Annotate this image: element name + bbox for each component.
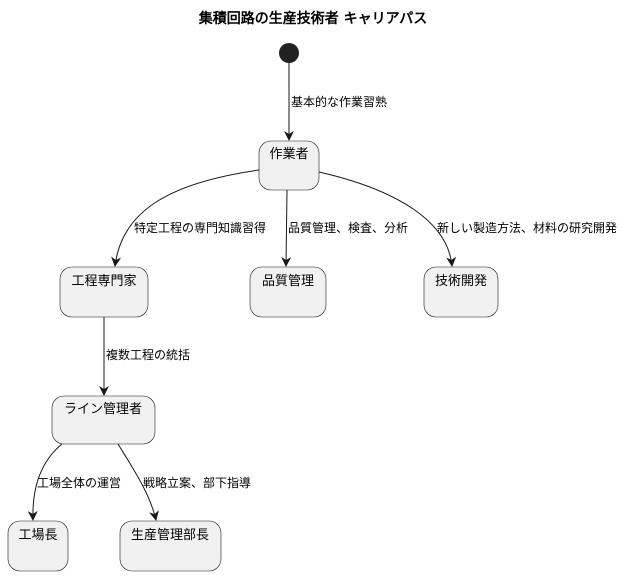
edge-label-process-specialist-to-line-manager: 複数工程の統括 xyxy=(106,347,190,362)
edge-process-specialist-to-line-manager: 複数工程の統括 xyxy=(99,317,190,396)
state-label-tech-development: 技術開発 xyxy=(435,274,487,289)
state-tech-development: 技術開発 xyxy=(423,266,499,318)
state-worker: 作業者 xyxy=(258,140,320,191)
edge-worker-to-tech-development: 新しい製造方法、材料の研究開発 xyxy=(318,171,617,267)
edge-label-worker-to-process-specialist: 特定工程の専門知識習得 xyxy=(134,220,266,235)
state-process-specialist: 工程専門家 xyxy=(59,266,149,318)
edge-worker-to-quality-control: 品質管理、検査、分析 xyxy=(281,189,408,267)
edge-label-worker-to-quality-control: 品質管理、検査、分析 xyxy=(288,220,408,235)
diagram-title: 集積回路の生産技術者 キャリアパス xyxy=(198,10,428,27)
state-production-manager: 生産管理部長 xyxy=(119,520,222,572)
state-factory-manager: 工場長 xyxy=(7,520,69,572)
state-label-process-specialist: 工程専門家 xyxy=(71,273,136,289)
state-line-manager: ライン管理者 xyxy=(51,395,156,445)
edge-label-line-manager-to-factory-manager: 工場全体の運営 xyxy=(37,475,121,490)
state-label-quality-control: 品質管理 xyxy=(262,274,314,289)
edge-line-manager-to-factory-manager: 工場全体の運営 xyxy=(27,443,121,521)
state-label-line-manager: ライン管理者 xyxy=(64,402,142,417)
start-node xyxy=(279,43,299,63)
edge-line-manager-to-production-manager: 戦略立案、部下指導 xyxy=(117,443,251,521)
edge-label-start-to-worker: 基本的な作業習熟 xyxy=(291,94,387,109)
edge-start-to-worker: 基本的な作業習熟 xyxy=(284,63,387,141)
state-quality-control: 品質管理 xyxy=(249,266,327,318)
edge-label-worker-to-tech-development: 新しい製造方法、材料の研究開発 xyxy=(437,220,617,235)
edge-worker-to-process-specialist: 特定工程の専門知識習得 xyxy=(111,169,266,267)
state-label-factory-manager: 工場長 xyxy=(18,528,57,543)
state-label-worker: 作業者 xyxy=(269,146,308,162)
edge-label-line-manager-to-production-manager: 戦略立案、部下指導 xyxy=(143,475,251,490)
state-label-production-manager: 生産管理部長 xyxy=(131,527,209,543)
